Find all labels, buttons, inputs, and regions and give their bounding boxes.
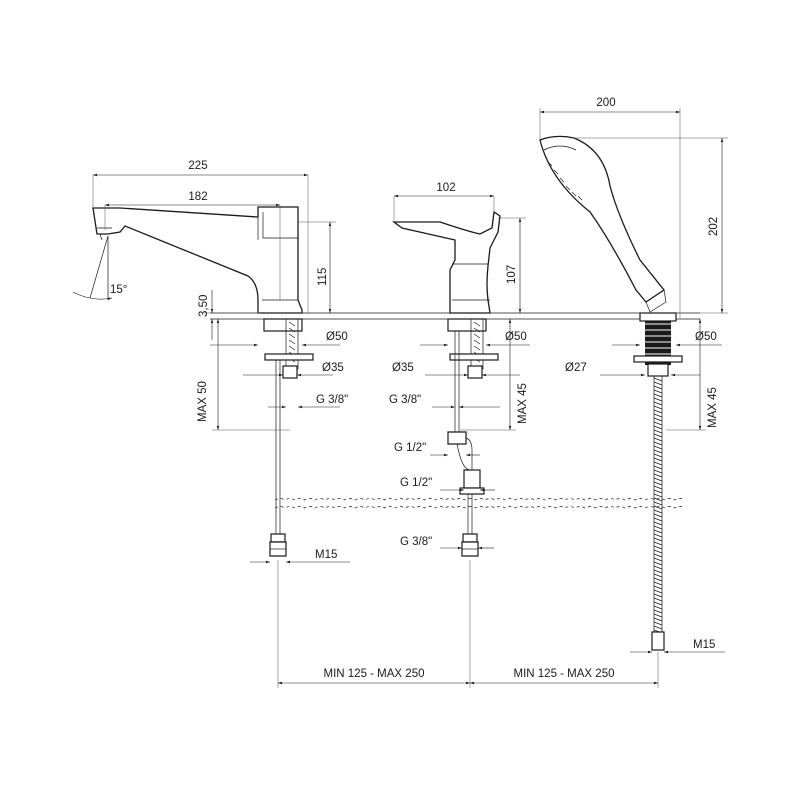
label-200: 200 bbox=[596, 97, 615, 109]
label-d35-a: Ø35 bbox=[322, 362, 344, 374]
label-d35-b: Ø35 bbox=[392, 362, 414, 374]
label-15-degrees: 15° bbox=[110, 284, 127, 296]
label-span-left: MIN 125 - MAX 250 bbox=[324, 668, 425, 680]
label-span-right: MIN 125 - MAX 250 bbox=[514, 668, 615, 680]
label-d50-a: Ø50 bbox=[326, 331, 348, 343]
label-3-50: 3,50 bbox=[198, 295, 210, 317]
mixer-outline bbox=[392, 210, 501, 314]
label-d50-b: Ø50 bbox=[505, 331, 527, 343]
label-115: 115 bbox=[317, 268, 329, 286]
label-102: 102 bbox=[436, 182, 455, 194]
label-max45-c: MAX 45 bbox=[707, 387, 719, 428]
label-202: 202 bbox=[708, 217, 720, 236]
label-g12-a: G 1/2" bbox=[394, 442, 426, 454]
span-dimensions bbox=[277, 560, 659, 688]
break-lines bbox=[274, 498, 686, 509]
label-m15-b: M15 bbox=[693, 639, 715, 651]
hand-shower-outline bbox=[539, 135, 683, 377]
spout-shank bbox=[263, 318, 314, 557]
label-max50: MAX 50 bbox=[197, 381, 209, 422]
label-g38-c: G 3/8" bbox=[400, 536, 432, 548]
label-d50-c: Ø50 bbox=[695, 331, 717, 343]
label-max45-b: MAX 45 bbox=[517, 383, 529, 424]
label-182: 182 bbox=[188, 191, 207, 203]
label-m15-a: M15 bbox=[315, 549, 337, 561]
mixer-shank bbox=[447, 318, 499, 557]
shower-hose bbox=[651, 376, 665, 651]
label-g38-b: G 3/8" bbox=[389, 394, 421, 406]
spout-dimensions bbox=[72, 173, 350, 564]
label-225: 225 bbox=[188, 160, 207, 172]
label-d27: Ø27 bbox=[565, 362, 587, 374]
label-107: 107 bbox=[506, 265, 518, 284]
mixer-dimensions bbox=[393, 194, 530, 550]
label-g38-a: G 3/8" bbox=[316, 394, 348, 406]
label-g12-b: G 1/2" bbox=[400, 477, 432, 489]
spout-outline bbox=[92, 206, 303, 314]
shower-dimensions bbox=[539, 108, 728, 654]
